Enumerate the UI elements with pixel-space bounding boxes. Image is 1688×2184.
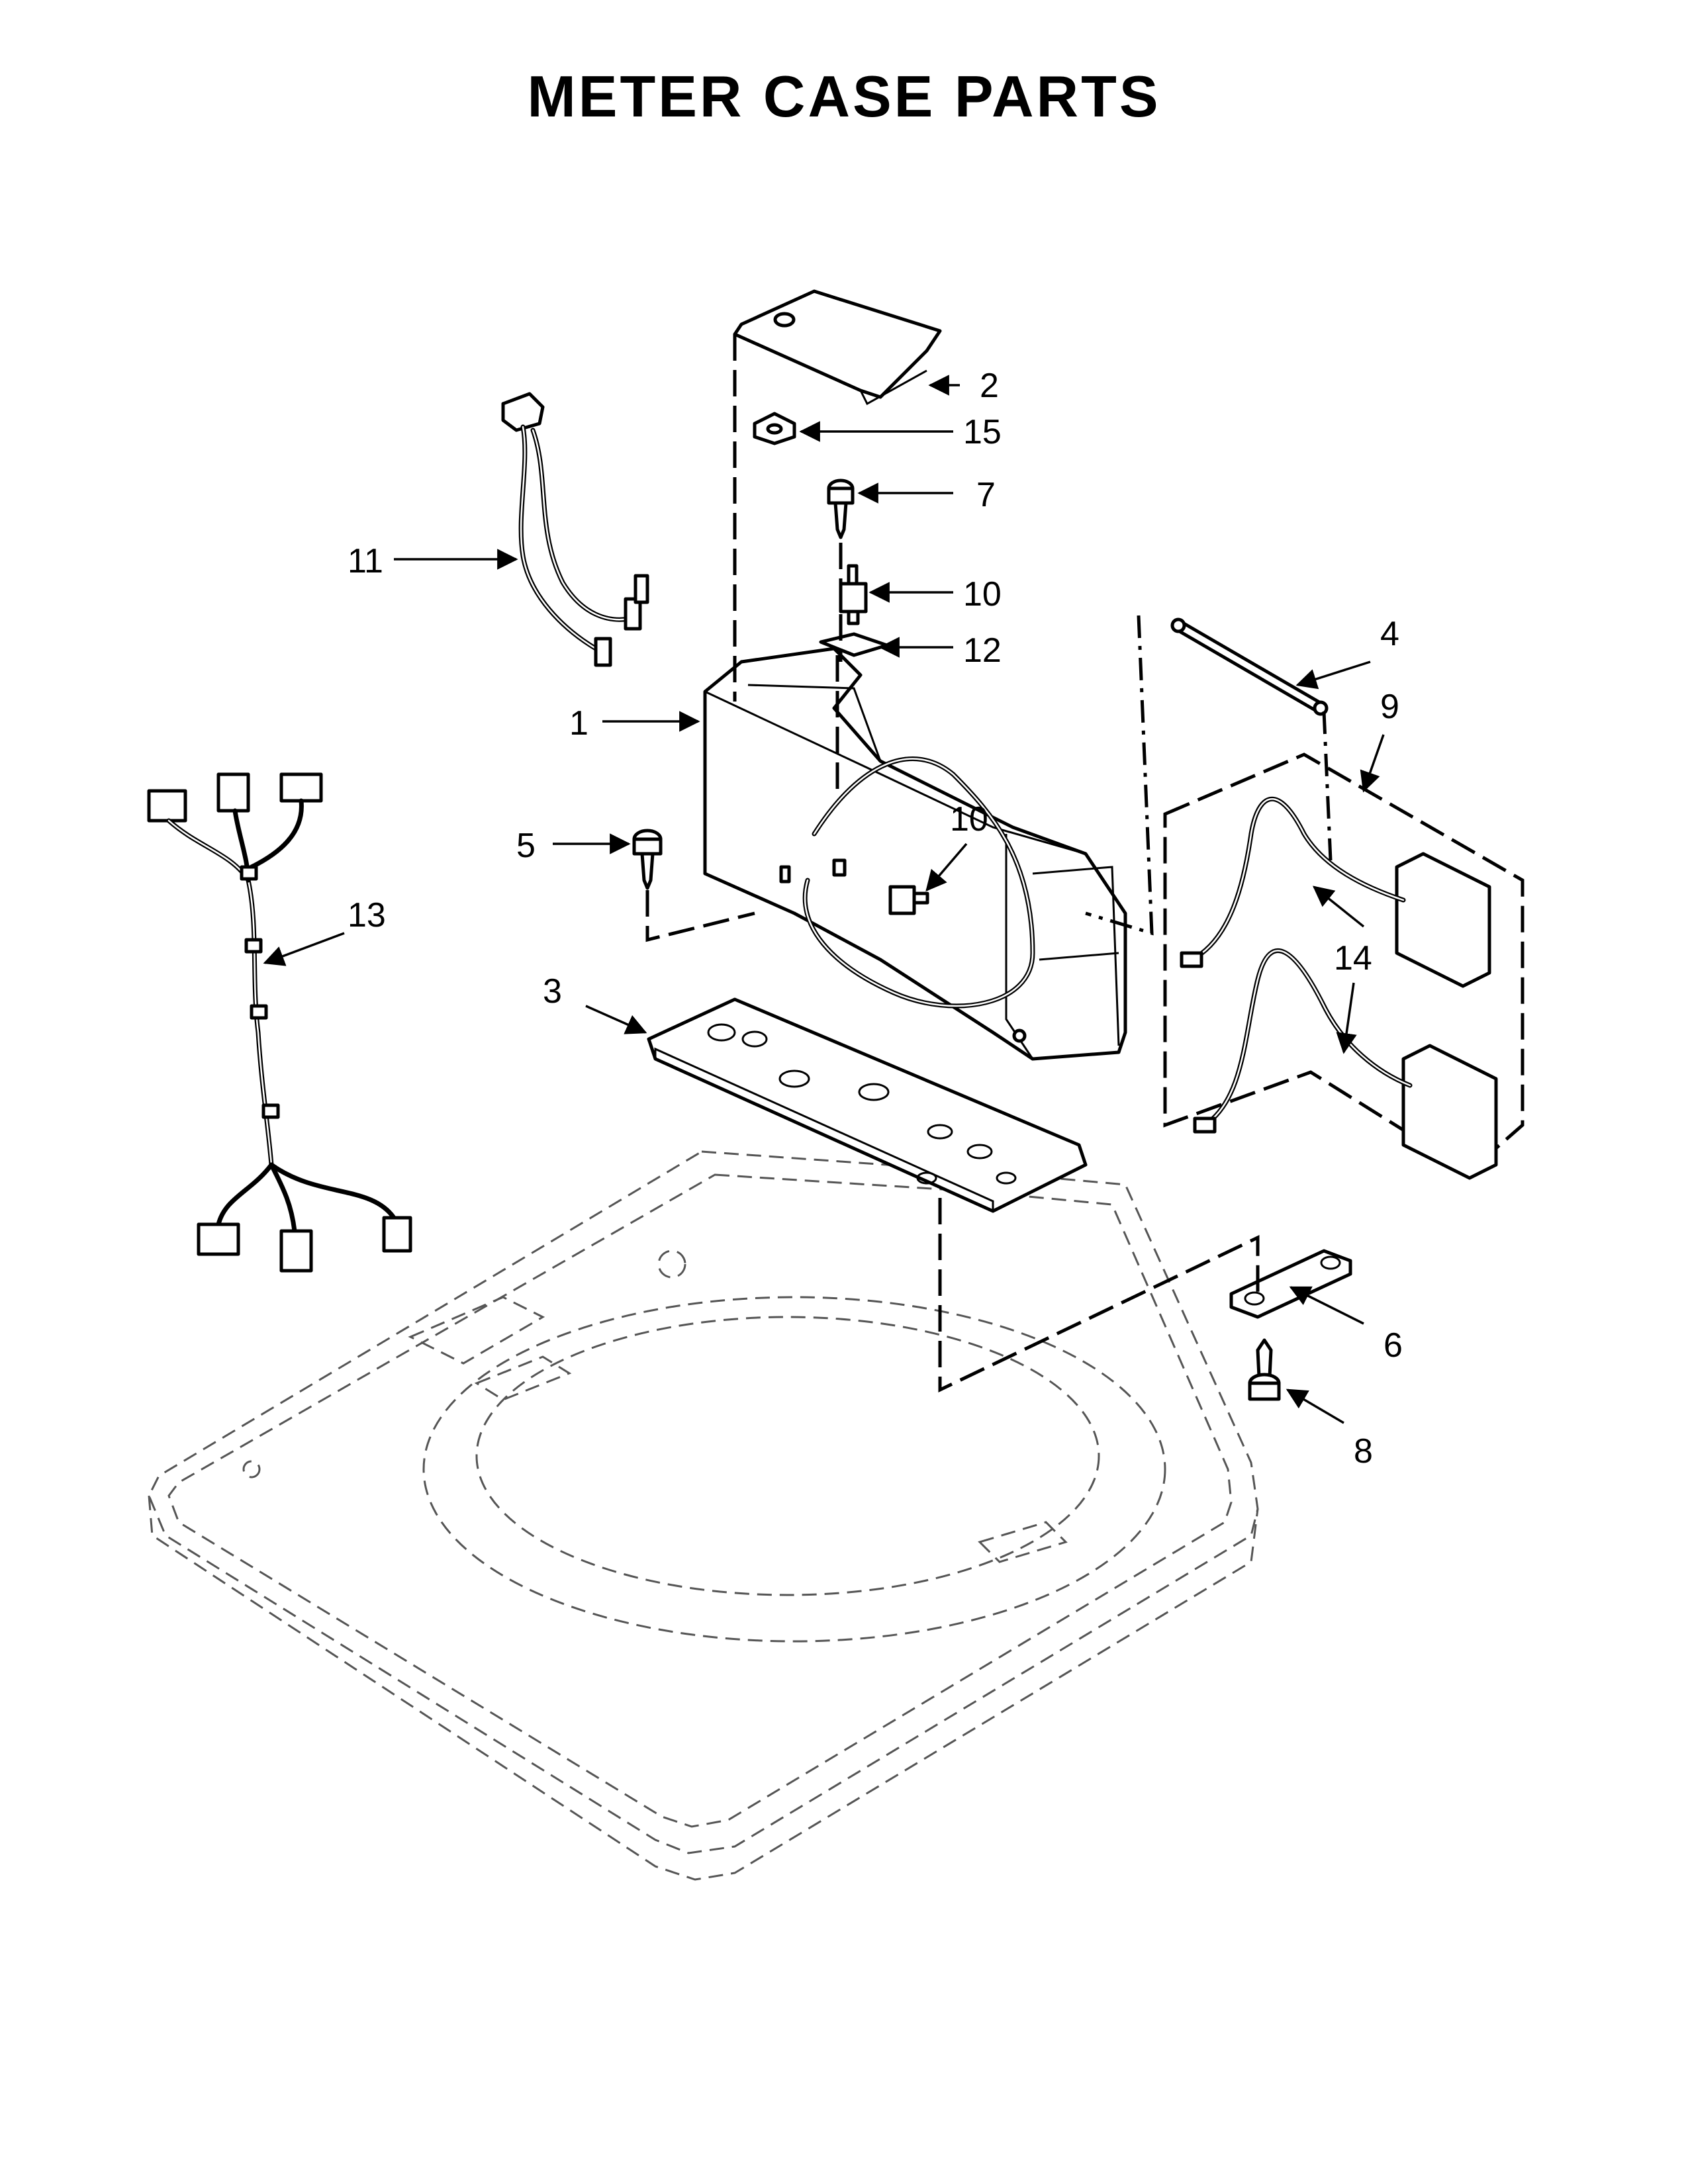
wire-harness-lower — [147, 772, 412, 1273]
callout-9: 9 — [1380, 688, 1399, 726]
callout-10-top: 10 — [963, 575, 1002, 614]
callout-7: 7 — [976, 476, 996, 514]
callout-12: 12 — [963, 631, 1002, 670]
callout-15: 15 — [963, 413, 1002, 451]
callout-5: 5 — [516, 827, 536, 865]
meter-case-cover — [733, 289, 942, 406]
tube-rod — [1170, 617, 1329, 716]
screw-bottom — [1248, 1338, 1281, 1401]
callout-14: 14 — [1334, 939, 1372, 978]
wire-harness-upper — [501, 392, 649, 667]
control-board — [647, 997, 1088, 1213]
page-title: METER CASE PARTS — [527, 64, 1161, 129]
callout-4: 4 — [1380, 615, 1399, 653]
switch-top — [839, 564, 868, 625]
mounting-plate — [1229, 1249, 1352, 1319]
callout-11: 11 — [348, 542, 383, 580]
callout-3: 3 — [543, 972, 562, 1011]
callout-8: 8 — [1354, 1432, 1373, 1471]
callout-13: 13 — [348, 896, 386, 934]
callout-1: 1 — [569, 704, 588, 743]
explode-lines — [645, 334, 1333, 1392]
base-frame-phantom — [148, 1150, 1259, 1881]
callout-labels: 2 15 7 10 12 1 5 11 13 3 4 9 10 14 6 8 — [348, 367, 1403, 1471]
callout-leaders — [263, 375, 1385, 1424]
callout-2: 2 — [980, 367, 999, 405]
screw-top — [827, 478, 855, 539]
callout-10-lower: 10 — [950, 800, 988, 839]
screw-left — [632, 829, 663, 890]
meter-case — [703, 647, 1127, 1061]
harness-assembly — [1163, 752, 1524, 1180]
switch-lower — [888, 885, 929, 915]
clip — [753, 412, 796, 445]
callout-6: 6 — [1383, 1326, 1403, 1365]
